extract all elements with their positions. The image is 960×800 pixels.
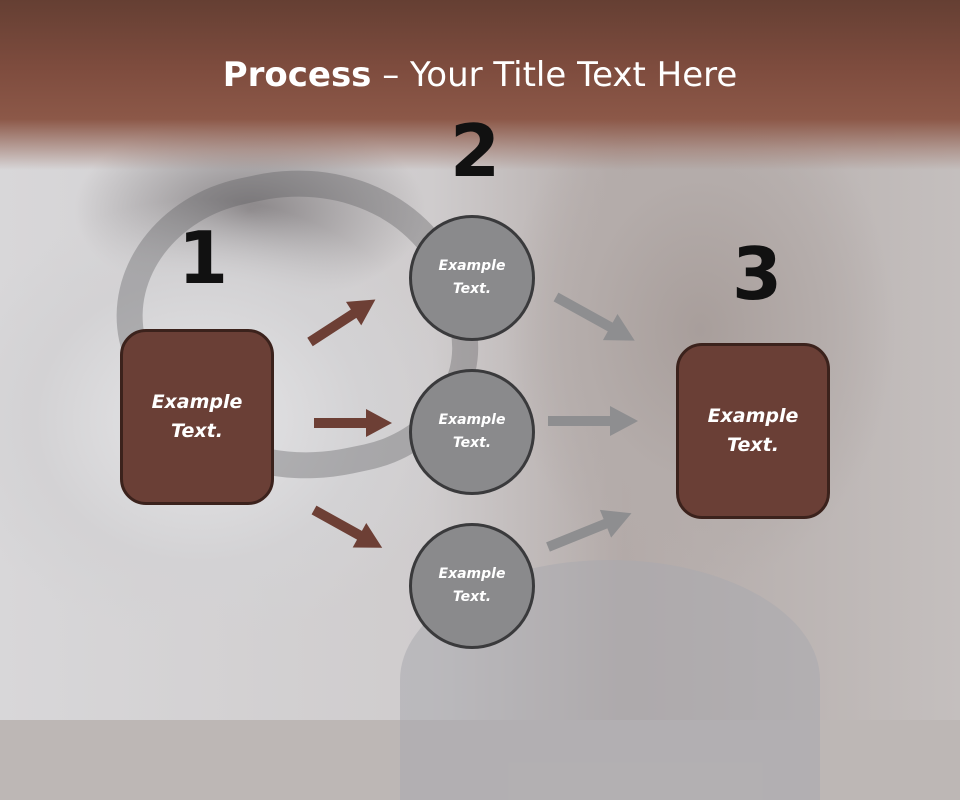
circle-bottom[interactable]: Example Text. bbox=[409, 523, 535, 649]
arrow-right-up bbox=[546, 509, 632, 552]
arrow-left-down bbox=[311, 505, 383, 548]
step-number-3: 3 bbox=[732, 232, 783, 316]
arrow-left-middle bbox=[314, 409, 392, 437]
slide-title[interactable]: Process – Your Title Text Here bbox=[0, 50, 960, 100]
right-box[interactable]: Example Text. bbox=[676, 343, 830, 519]
circle-top[interactable]: Example Text. bbox=[409, 215, 535, 341]
title-band bbox=[0, 0, 960, 170]
step-number-1: 1 bbox=[178, 216, 229, 300]
title-bold: Process bbox=[222, 55, 372, 95]
arrow-left-up bbox=[307, 299, 376, 347]
left-box[interactable]: Example Text. bbox=[120, 329, 274, 505]
arrow-right-down bbox=[553, 292, 635, 341]
circle-middle[interactable]: Example Text. bbox=[409, 369, 535, 495]
flow-arrows bbox=[307, 292, 638, 552]
left-arrows bbox=[307, 299, 392, 548]
step-number-2: 2 bbox=[450, 109, 501, 193]
right-arrows bbox=[546, 292, 638, 552]
arrow-right-middle bbox=[548, 406, 638, 436]
title-rest: – Your Title Text Here bbox=[371, 55, 738, 95]
